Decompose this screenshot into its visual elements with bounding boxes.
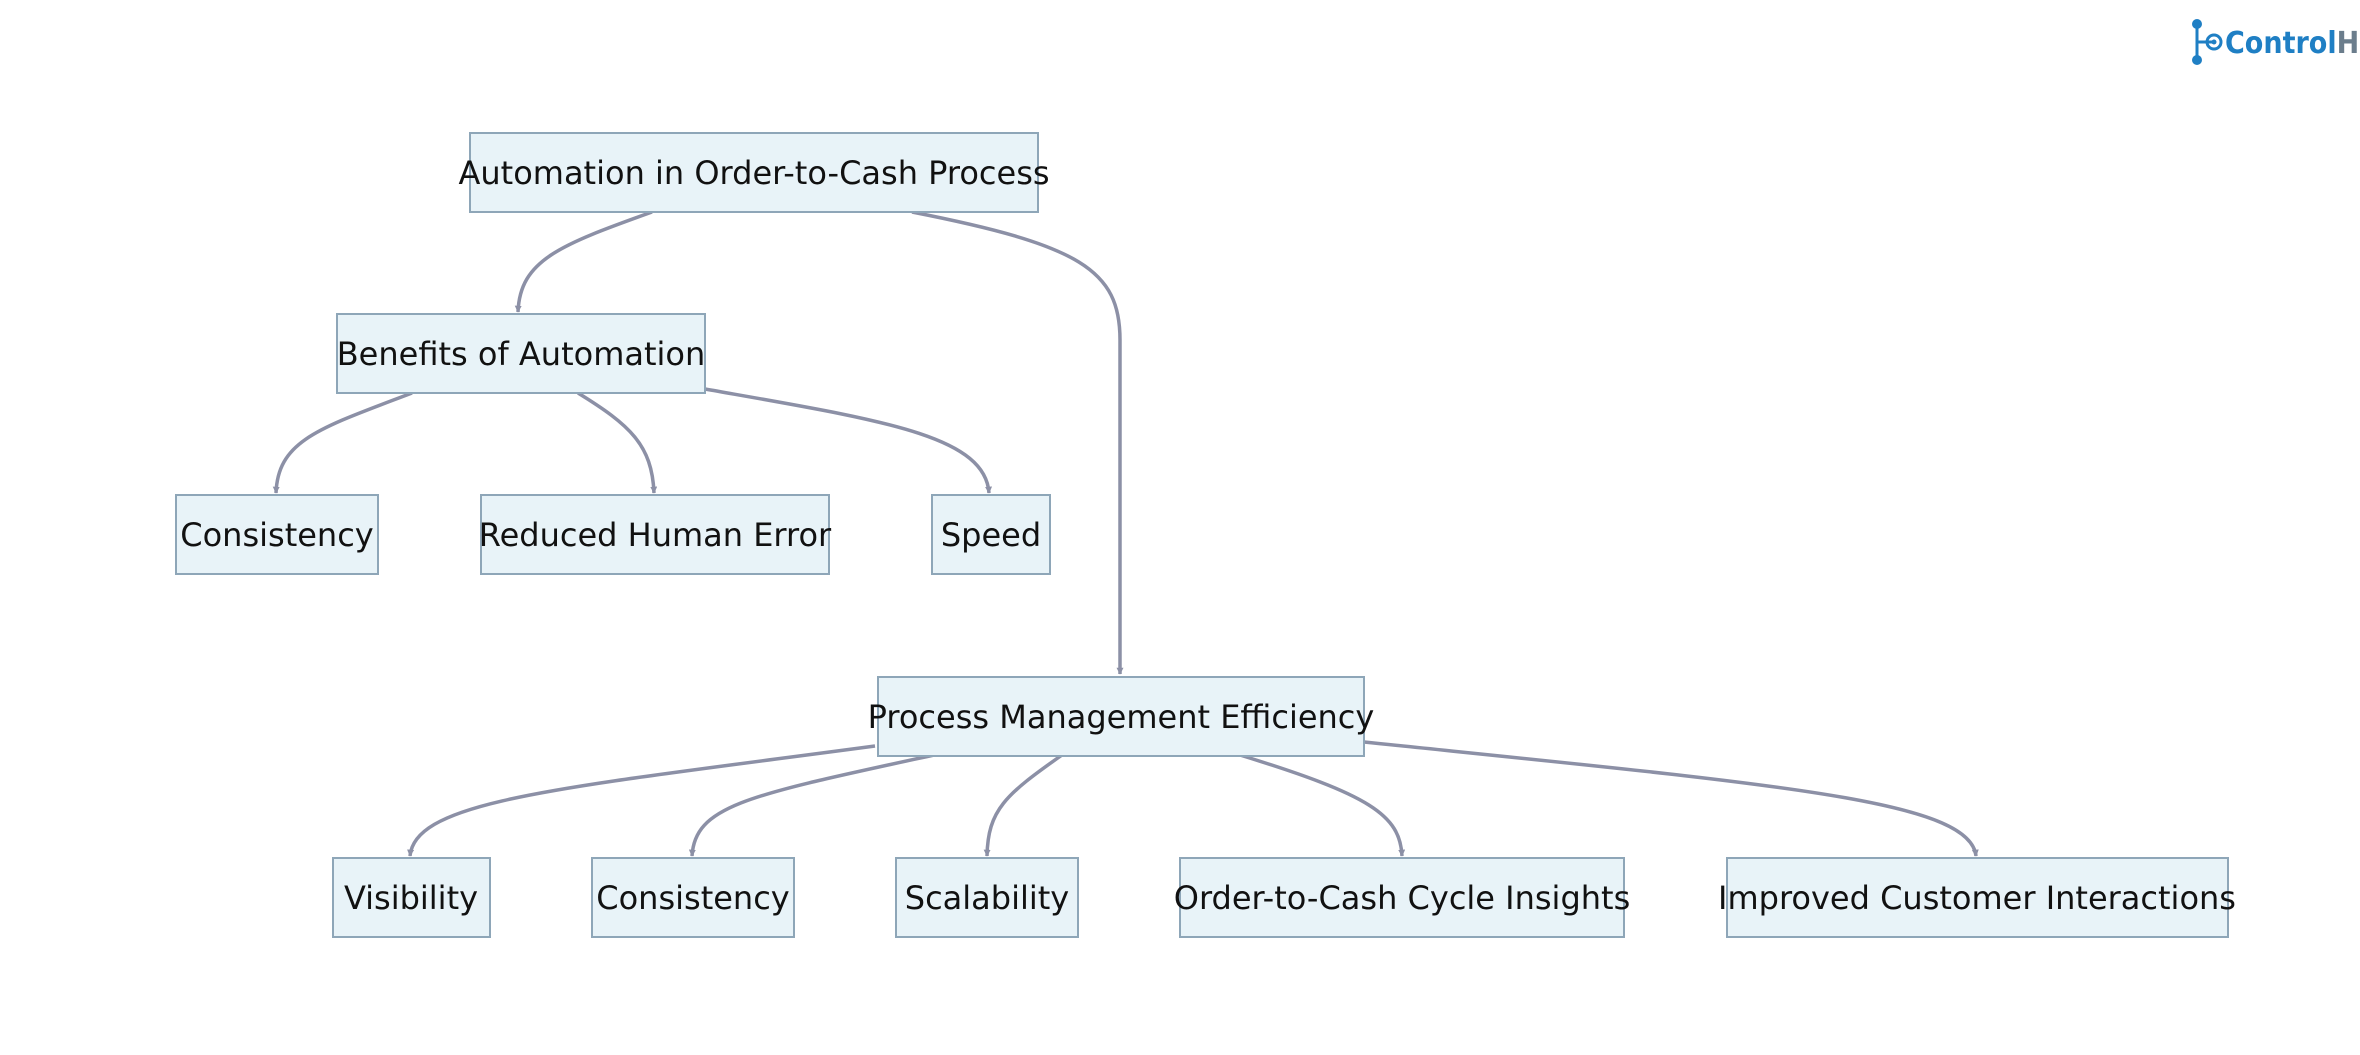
edge-efficiency-visibility bbox=[407, 744, 876, 857]
node-label: Consistency bbox=[180, 516, 373, 554]
nodes-group: Automation in Order-to-Cash Process Bene… bbox=[175, 132, 2236, 938]
edge-benefits-reduced-error bbox=[577, 391, 658, 494]
node-visibility[interactable]: Visibility bbox=[332, 857, 491, 938]
node-label: Benefits of Automation bbox=[337, 335, 706, 373]
node-reduced-human-error[interactable]: Reduced Human Error bbox=[479, 494, 832, 575]
node-consistency-1[interactable]: Consistency bbox=[175, 494, 379, 575]
edges-group bbox=[272, 210, 1979, 857]
node-improved-customer-interactions[interactable]: Improved Customer Interactions bbox=[1718, 857, 2236, 938]
logo-text-primary: Control bbox=[2225, 26, 2337, 61]
edge-root-efficiency bbox=[911, 210, 1124, 675]
node-label: Speed bbox=[941, 516, 1041, 554]
node-label: Order-to-Cash Cycle Insights bbox=[1174, 879, 1631, 917]
node-label: Process Management Efficiency bbox=[868, 698, 1375, 736]
node-label: Reduced Human Error bbox=[479, 516, 832, 554]
node-label: Automation in Order-to-Cash Process bbox=[458, 154, 1049, 192]
node-label: Improved Customer Interactions bbox=[1718, 879, 2236, 917]
node-benefits[interactable]: Benefits of Automation bbox=[336, 313, 706, 394]
node-label: Scalability bbox=[905, 879, 1069, 917]
controlhub-logo: ControlHub bbox=[2192, 19, 2360, 65]
node-label: Consistency bbox=[596, 879, 789, 917]
edge-benefits-consistency1 bbox=[272, 391, 413, 494]
node-consistency-2[interactable]: Consistency bbox=[591, 857, 795, 938]
node-root[interactable]: Automation in Order-to-Cash Process bbox=[458, 132, 1050, 213]
svg-text:ControlHub: ControlHub bbox=[2225, 26, 2360, 61]
logo-text-secondary: Hub bbox=[2337, 26, 2360, 61]
node-process-management-efficiency[interactable]: Process Management Efficiency bbox=[868, 676, 1375, 757]
node-order-to-cash-cycle-insights[interactable]: Order-to-Cash Cycle Insights bbox=[1174, 857, 1631, 938]
edge-benefits-speed bbox=[704, 387, 993, 494]
edge-efficiency-interactions bbox=[1363, 740, 1979, 857]
node-scalability[interactable]: Scalability bbox=[895, 857, 1079, 938]
edge-efficiency-scalability bbox=[983, 753, 1064, 857]
edge-efficiency-insights bbox=[1239, 753, 1406, 857]
node-speed[interactable]: Speed bbox=[931, 494, 1051, 575]
node-label: Visibility bbox=[344, 879, 478, 917]
edge-root-benefits bbox=[514, 210, 653, 313]
controlhub-logo-icon bbox=[2192, 19, 2223, 65]
edge-efficiency-consistency2 bbox=[688, 753, 935, 857]
